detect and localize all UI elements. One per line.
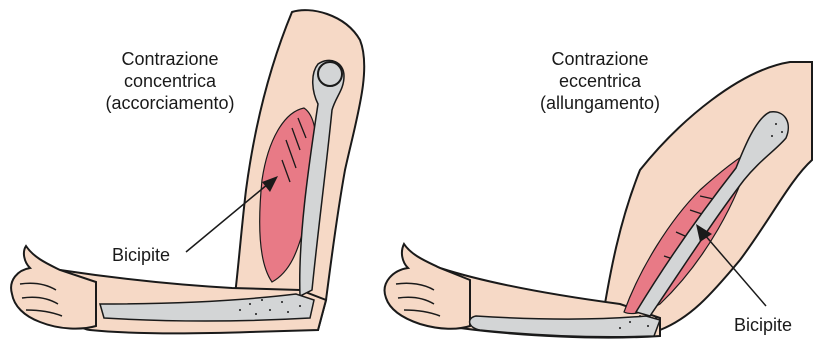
title-eccentric-line-1: Contrazione xyxy=(500,48,700,70)
hand-left xyxy=(11,246,96,329)
title-concentric: Contrazione concentrica (accorciamento) xyxy=(70,48,270,114)
biceps-label-left: Bicipite xyxy=(112,244,170,266)
biceps-label-right: Bicipite xyxy=(734,314,792,336)
title-concentric-line-1: Contrazione xyxy=(70,48,270,70)
title-eccentric-line-3: (allungamento) xyxy=(500,92,700,114)
forearm-bones-right xyxy=(470,316,660,337)
title-eccentric-line-2: eccentrica xyxy=(500,70,700,92)
title-concentric-line-3: (accorciamento) xyxy=(70,92,270,114)
title-eccentric: Contrazione eccentrica (allungamento) xyxy=(500,48,700,114)
title-concentric-line-2: concentrica xyxy=(70,70,270,92)
